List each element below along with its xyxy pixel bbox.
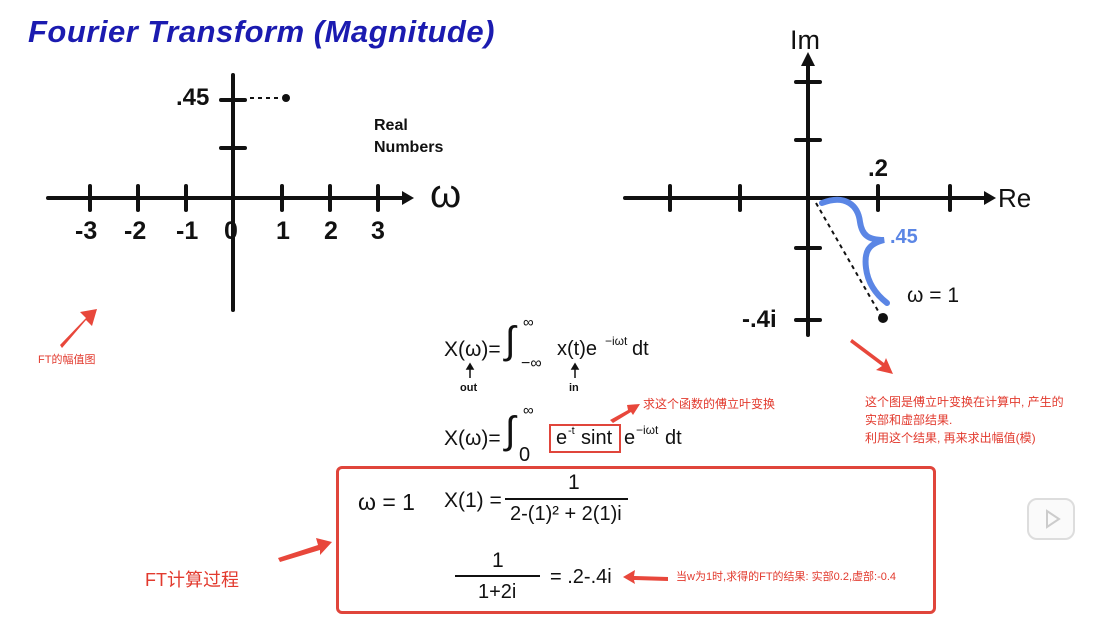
calc-result: = .2-.4i xyxy=(550,566,612,588)
formula2-lower: 0 xyxy=(519,444,531,466)
note-find-ft: 求这个函数的傅立叶变换 xyxy=(643,397,776,411)
right-im-arrow xyxy=(801,52,815,66)
right-dashed-vector xyxy=(815,202,882,317)
in-label: in xyxy=(569,382,579,394)
calc-omega: ω = 1 xyxy=(358,489,415,515)
tick-minus-3: -3 xyxy=(75,217,98,245)
calculation-box xyxy=(336,466,936,614)
formula2-tail: e xyxy=(624,427,636,449)
right-point xyxy=(878,313,888,323)
left-y-label: .45 xyxy=(176,84,210,111)
note-right-line1: 这个图是傅立叶变换在计算中, 产生的 xyxy=(865,395,1064,409)
formula2-upper: ∞ xyxy=(523,402,534,419)
play-icon xyxy=(1046,509,1061,529)
note-result: 当w为1时,求得的FT的结果: 实部0.2,虚部:-0.4 xyxy=(676,571,897,583)
formula2-tail-exp: −iωt xyxy=(636,423,659,437)
formula2-dt: dt xyxy=(665,427,682,449)
note-right-line3: 利用这个结果, 再来求出幅值(模) xyxy=(865,431,1036,445)
omega-axis-label: ω xyxy=(430,172,462,216)
annotation-arrows xyxy=(60,309,893,584)
magnitude-label: .45 xyxy=(890,226,918,248)
note-ft-magnitude: FT的幅值图 xyxy=(38,354,96,366)
calc-numerator-1: 1 xyxy=(568,471,580,494)
formula1-body: x(t)e xyxy=(557,338,597,360)
out-in-arrows xyxy=(465,362,580,378)
re-axis-label: Re xyxy=(998,183,1032,213)
left-x-arrow xyxy=(402,191,414,205)
calc-denominator-2: 1+2i xyxy=(478,581,517,603)
out-label: out xyxy=(460,382,478,394)
formula2-lhs: X(ω)= xyxy=(444,427,501,450)
real-label-line2: Numbers xyxy=(374,139,444,156)
formula1-dt: dt xyxy=(632,338,649,360)
left-point xyxy=(282,94,290,102)
tick-minus-1: -1 xyxy=(176,217,199,245)
tick-zero: 0 xyxy=(224,217,238,245)
left-axes xyxy=(46,73,407,312)
formula1-upper: ∞ xyxy=(523,314,534,331)
formula2-e-exp: -t xyxy=(568,425,575,437)
note-right-line2: 实部和虚部结果. xyxy=(865,413,953,427)
re-tick-label: .2 xyxy=(868,155,889,182)
page-title: Fourier Transform (Magnitude) xyxy=(28,14,495,49)
function-highlight-box xyxy=(549,424,621,453)
tick-2: 2 xyxy=(324,217,338,245)
note-process: FT计算过程 xyxy=(145,570,239,590)
im-axis-label: Im xyxy=(790,25,820,55)
calc-denominator-1: 2-(1)² + 2(1)i xyxy=(510,503,622,525)
real-label-line1: Real xyxy=(374,117,408,134)
calc-x1: X(1) = xyxy=(444,489,502,512)
formula1-integral: ∫ xyxy=(505,320,516,362)
omega-equals-label: ω = 1 xyxy=(907,284,960,307)
play-button[interactable] xyxy=(1027,498,1075,540)
right-axes xyxy=(623,63,987,337)
calc-numerator-2: 1 xyxy=(492,549,504,572)
right-re-arrow xyxy=(984,191,996,205)
formula2-e: e xyxy=(556,427,568,449)
magnitude-brace xyxy=(819,196,890,306)
im-tick-label: -.4i xyxy=(742,306,777,333)
formula2-integral: ∫ xyxy=(505,410,516,452)
formula2-sint: sint xyxy=(581,427,613,449)
formula1-lhs: X(ω)= xyxy=(444,338,501,361)
formula1-lower: −∞ xyxy=(521,355,542,372)
tick-minus-2: -2 xyxy=(124,217,147,245)
tick-3: 3 xyxy=(371,217,385,245)
formula1-exp: −iωt xyxy=(605,334,628,348)
tick-1: 1 xyxy=(276,217,290,245)
